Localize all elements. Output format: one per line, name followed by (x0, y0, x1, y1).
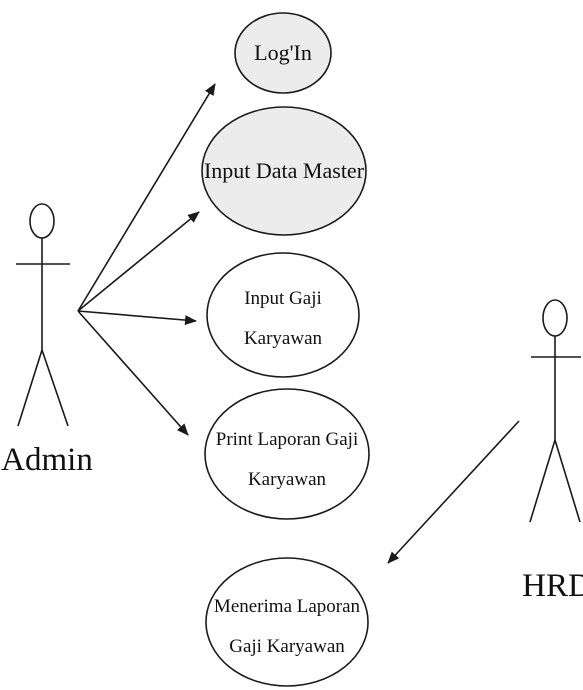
actor-admin: Admin (1, 203, 93, 478)
use-case-login-ellipse (234, 12, 332, 94)
use-case-print-laporan-ellipse (204, 388, 370, 520)
actor-admin-head (29, 203, 55, 239)
use-case-menerima-laporan: Menerima Laporan Gaji Karyawan (205, 557, 369, 687)
actor-admin-label: Admin (1, 442, 93, 478)
use-case-input-gaji: Input Gaji Karyawan (206, 252, 360, 378)
use-case-print-laporan-line2: Karyawan (248, 469, 327, 490)
use-case-menerima-laporan-ellipse (205, 557, 369, 687)
use-case-input-gaji-ellipse (206, 252, 360, 378)
arrow-hrd-to-menerima-laporan (387, 420, 520, 564)
actor-admin-left-leg (17, 349, 43, 427)
arrow-admin-to-login (77, 83, 216, 312)
actor-hrd-left-leg (529, 439, 556, 523)
use-case-input-data-master: Input Data Master (201, 106, 367, 236)
actor-hrd-right-leg (554, 439, 581, 523)
use-case-print-laporan: Print Laporan Gaji Karyawan (204, 388, 370, 520)
use-case-menerima-laporan-line1: Menerima Laporan (214, 596, 361, 617)
use-case-print-laporan-line1: Print Laporan Gaji (216, 429, 358, 450)
use-case-input-data-master-ellipse (201, 106, 367, 236)
actor-admin-right-leg (41, 349, 69, 427)
arrow-admin-to-input-gaji (77, 310, 197, 326)
use-case-login: Log'In (234, 12, 332, 94)
use-case-input-gaji-line2: Karyawan (244, 328, 323, 349)
arrow-admin-to-print-laporan (77, 310, 189, 436)
actor-hrd-head (542, 299, 568, 337)
actor-hrd-label: HRD (522, 568, 583, 604)
arrow-admin-to-input-data-master (77, 211, 200, 312)
actor-hrd: HRD (522, 299, 583, 604)
use-case-menerima-laporan-line2: Gaji Karyawan (229, 636, 345, 657)
use-case-input-data-master-label: Input Data Master (204, 158, 365, 183)
use-case-input-gaji-line1: Input Gaji (244, 288, 322, 309)
use-case-login-label: Log'In (254, 40, 312, 65)
